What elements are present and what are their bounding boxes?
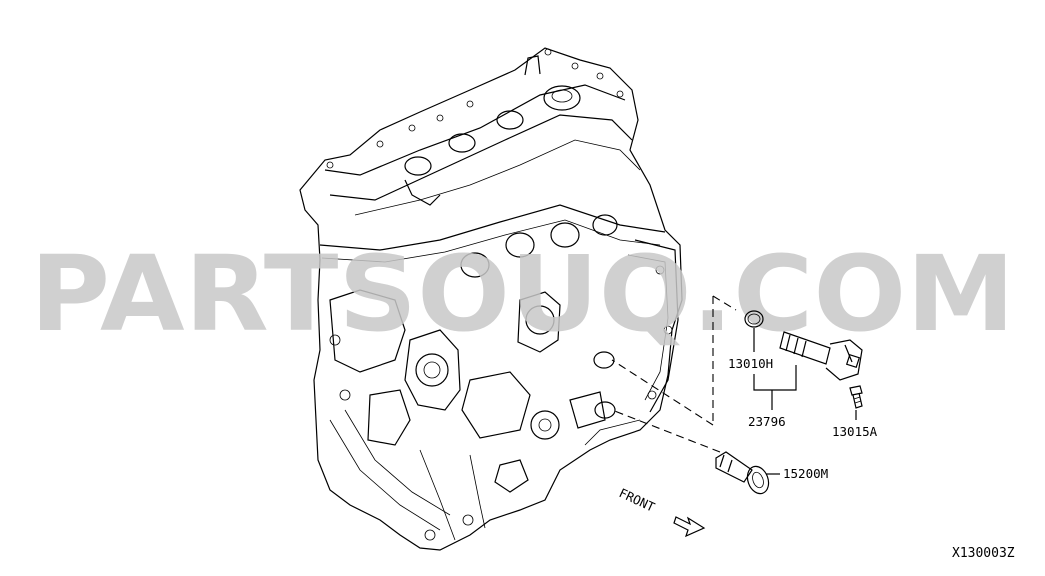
engine-block-drawing [299, 47, 683, 551]
callout-23796: 23796 [748, 414, 786, 429]
callout-13010h: 13010H [728, 356, 773, 371]
o-ring-part[interactable] [744, 310, 764, 328]
plug-part[interactable] [715, 451, 772, 497]
dashed-leaders [611, 295, 737, 453]
front-label: FRONT [617, 485, 658, 515]
diagram-code: X130003Z [952, 546, 1015, 561]
front-arrow-icon [673, 516, 706, 538]
bolt-part[interactable] [849, 385, 863, 409]
front-direction-indicator: FRONT [617, 485, 706, 538]
solenoid-valve-part[interactable] [779, 331, 863, 381]
callout-leaders [753, 328, 857, 475]
watermark-text: PARTSOUQ.COM [30, 233, 1015, 355]
callout-15200m: 15200M [783, 466, 828, 481]
callout-13015a: 13015A [832, 424, 878, 439]
